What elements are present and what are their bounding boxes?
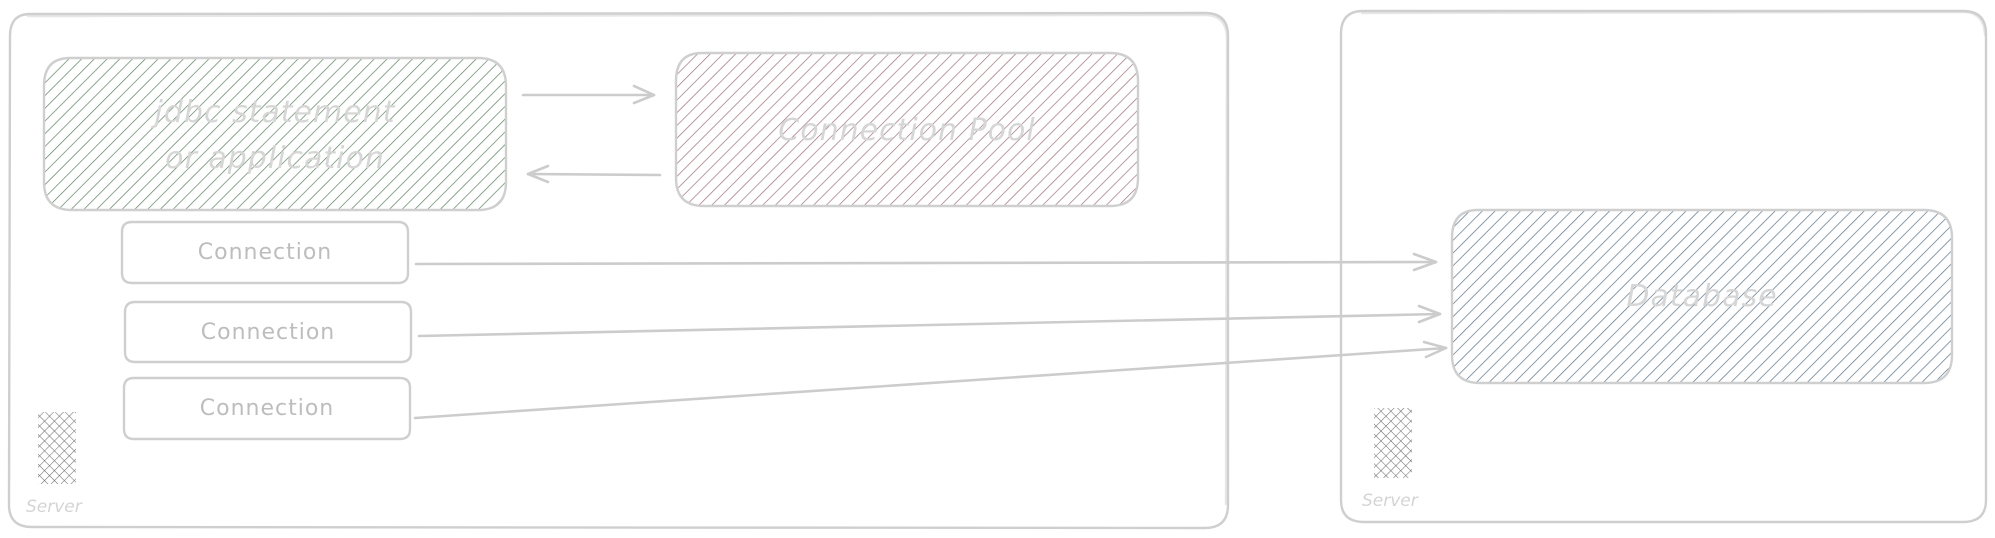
connection-label: Connection	[200, 396, 334, 421]
server-frame-right: Server	[1339, 9, 1988, 524]
arrow-jdbc-to-pool	[521, 84, 656, 105]
connection-box: Connection	[120, 220, 410, 285]
server-icon	[1374, 408, 1412, 478]
arrow-connection-to-database	[413, 340, 1448, 420]
arrow-connection-to-database	[414, 252, 1438, 272]
connection-box: Connection	[122, 376, 412, 441]
database-label: Database	[1626, 279, 1777, 314]
pool-label: Connection Pool	[778, 113, 1035, 148]
connection-label: Connection	[198, 240, 332, 265]
arrow-pool-to-jdbc	[526, 164, 662, 184]
database-node: Database	[1450, 208, 1954, 385]
jdbc-node: jdbc statement or application	[42, 56, 508, 212]
connection-pool-node: Connection Pool	[674, 51, 1140, 208]
server-label-left: Server	[26, 497, 83, 517]
connection-label: Connection	[201, 320, 335, 345]
arrow-connection-to-database	[417, 304, 1442, 338]
server-icon	[38, 412, 76, 484]
server-frame-left: Server	[7, 11, 1230, 530]
jdbc-label-line2: or application	[165, 141, 385, 176]
connection-box: Connection	[123, 300, 413, 364]
jdbc-label-line1: jdbc statement	[151, 95, 396, 130]
server-label-right: Server	[1362, 491, 1419, 511]
